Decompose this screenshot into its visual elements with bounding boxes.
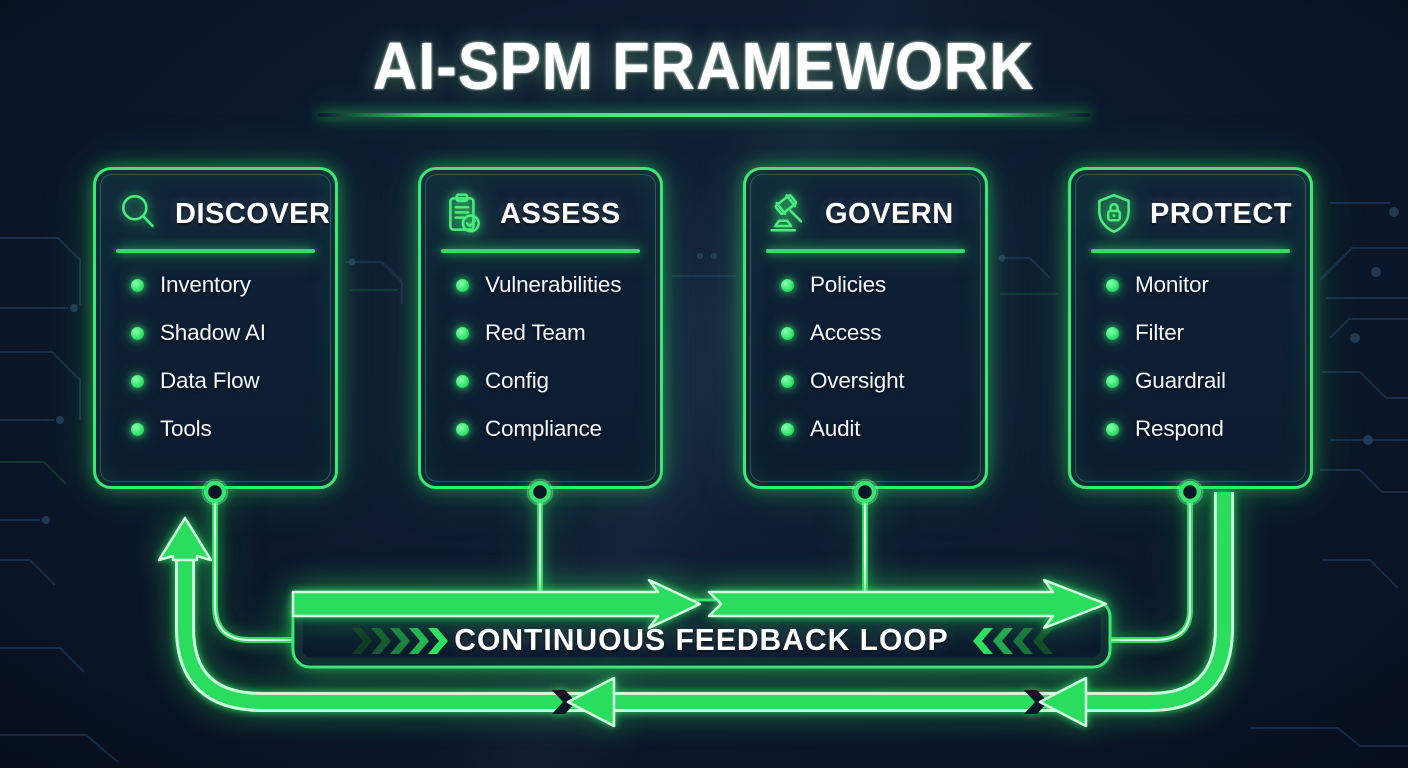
list-item: Audit	[781, 416, 977, 442]
node-discover	[203, 480, 227, 504]
list-item-label: Tools	[160, 416, 212, 441]
bullet-dot-icon	[456, 374, 469, 388]
card-title: PROTECT	[1150, 197, 1293, 230]
list-item-label: Config	[485, 368, 549, 393]
node-assess	[528, 480, 552, 504]
card-protect-header: PROTECT	[1091, 186, 1300, 242]
card-nodes	[201, 478, 1204, 506]
list-item-label: Oversight	[810, 368, 905, 393]
card-title: DISCOVER	[175, 197, 331, 230]
feedback-loop-label: CONTINUOUS FEEDBACK LOOP	[454, 622, 949, 657]
node-protect	[1178, 480, 1202, 504]
card-title: GOVERN	[825, 197, 954, 230]
card-protect-list: Monitor Filter Guardrail Respond	[1071, 272, 1310, 442]
left-arrowhead	[566, 676, 616, 728]
list-item: Tools	[131, 416, 327, 442]
card-underline	[116, 249, 315, 253]
bullet-dot-icon	[456, 326, 469, 340]
magnifier-icon	[122, 194, 154, 228]
bullet-dot-icon	[781, 374, 794, 388]
bullet-dot-icon	[1106, 278, 1119, 292]
list-item: Compliance	[456, 416, 652, 442]
list-item-label: Filter	[1135, 320, 1184, 345]
list-item: Respond	[1106, 416, 1302, 442]
list-item: Red Team	[456, 320, 652, 346]
bullet-dot-icon	[781, 422, 794, 436]
card-govern-header: GOVERN	[766, 186, 975, 242]
bullet-dot-icon	[781, 326, 794, 340]
card-underline	[1091, 249, 1290, 253]
list-item: Filter	[1106, 320, 1302, 346]
card-assess-header: ASSESS	[441, 186, 650, 242]
list-item-label: Inventory	[160, 272, 251, 297]
bullet-dot-icon	[1106, 374, 1119, 388]
bullet-dot-icon	[1106, 326, 1119, 340]
list-item-label: Data Flow	[160, 368, 260, 393]
list-item-label: Access	[810, 320, 882, 345]
card-govern: GOVERN Policies Access Oversight Audit	[743, 167, 988, 489]
list-item-label: Monitor	[1135, 272, 1209, 297]
gavel-icon	[770, 194, 803, 232]
list-item-label: Red Team	[485, 320, 586, 345]
bullet-dot-icon	[131, 422, 144, 436]
list-item: Vulnerabilities	[456, 272, 652, 298]
list-item-label: Policies	[810, 272, 886, 297]
list-item-label: Audit	[810, 416, 861, 441]
list-item: Shadow AI	[131, 320, 327, 346]
bullet-dot-icon	[781, 278, 794, 292]
list-item-label: Vulnerabilities	[485, 272, 622, 297]
up-arrowhead	[157, 516, 213, 562]
list-item: Monitor	[1106, 272, 1302, 298]
card-protect: PROTECT Monitor Filter Guardrail Respond	[1068, 167, 1313, 489]
list-item: Access	[781, 320, 977, 346]
title-underline	[318, 113, 1090, 117]
list-item-label: Guardrail	[1135, 368, 1226, 393]
card-discover: DISCOVER Inventory Shadow AI Data Flow T…	[93, 167, 338, 489]
list-item-label: Respond	[1135, 416, 1224, 441]
list-item: Guardrail	[1106, 368, 1302, 394]
card-underline	[441, 249, 640, 253]
card-assess-list: Vulnerabilities Red Team Config Complian…	[421, 272, 660, 442]
list-item: Policies	[781, 272, 977, 298]
bullet-dot-icon	[131, 326, 144, 340]
card-discover-list: Inventory Shadow AI Data Flow Tools	[96, 272, 335, 442]
page-title-container: AI-SPM FRAMEWORK	[0, 28, 1408, 105]
bullet-dot-icon	[456, 422, 469, 436]
clipboard-check-icon	[449, 193, 480, 233]
card-govern-list: Policies Access Oversight Audit	[746, 272, 985, 442]
node-govern	[853, 480, 877, 504]
list-item-label: Compliance	[485, 416, 602, 441]
left-arrowhead	[1038, 676, 1088, 728]
list-item: Data Flow	[131, 368, 327, 394]
bullet-dot-icon	[456, 278, 469, 292]
list-item: Config	[456, 368, 652, 394]
bullet-dot-icon	[1106, 422, 1119, 436]
shield-lock-icon	[1098, 193, 1130, 234]
card-underline	[766, 249, 965, 253]
bullet-dot-icon	[131, 374, 144, 388]
card-title: ASSESS	[500, 197, 621, 230]
page-title: AI-SPM FRAMEWORK	[373, 29, 1035, 104]
list-item: Inventory	[131, 272, 327, 298]
card-discover-header: DISCOVER	[116, 186, 330, 242]
list-item-label: Shadow AI	[160, 320, 266, 345]
bullet-dot-icon	[131, 278, 144, 292]
list-item: Oversight	[781, 368, 977, 394]
card-assess: ASSESS Vulnerabilities Red Team Config C…	[418, 167, 663, 489]
